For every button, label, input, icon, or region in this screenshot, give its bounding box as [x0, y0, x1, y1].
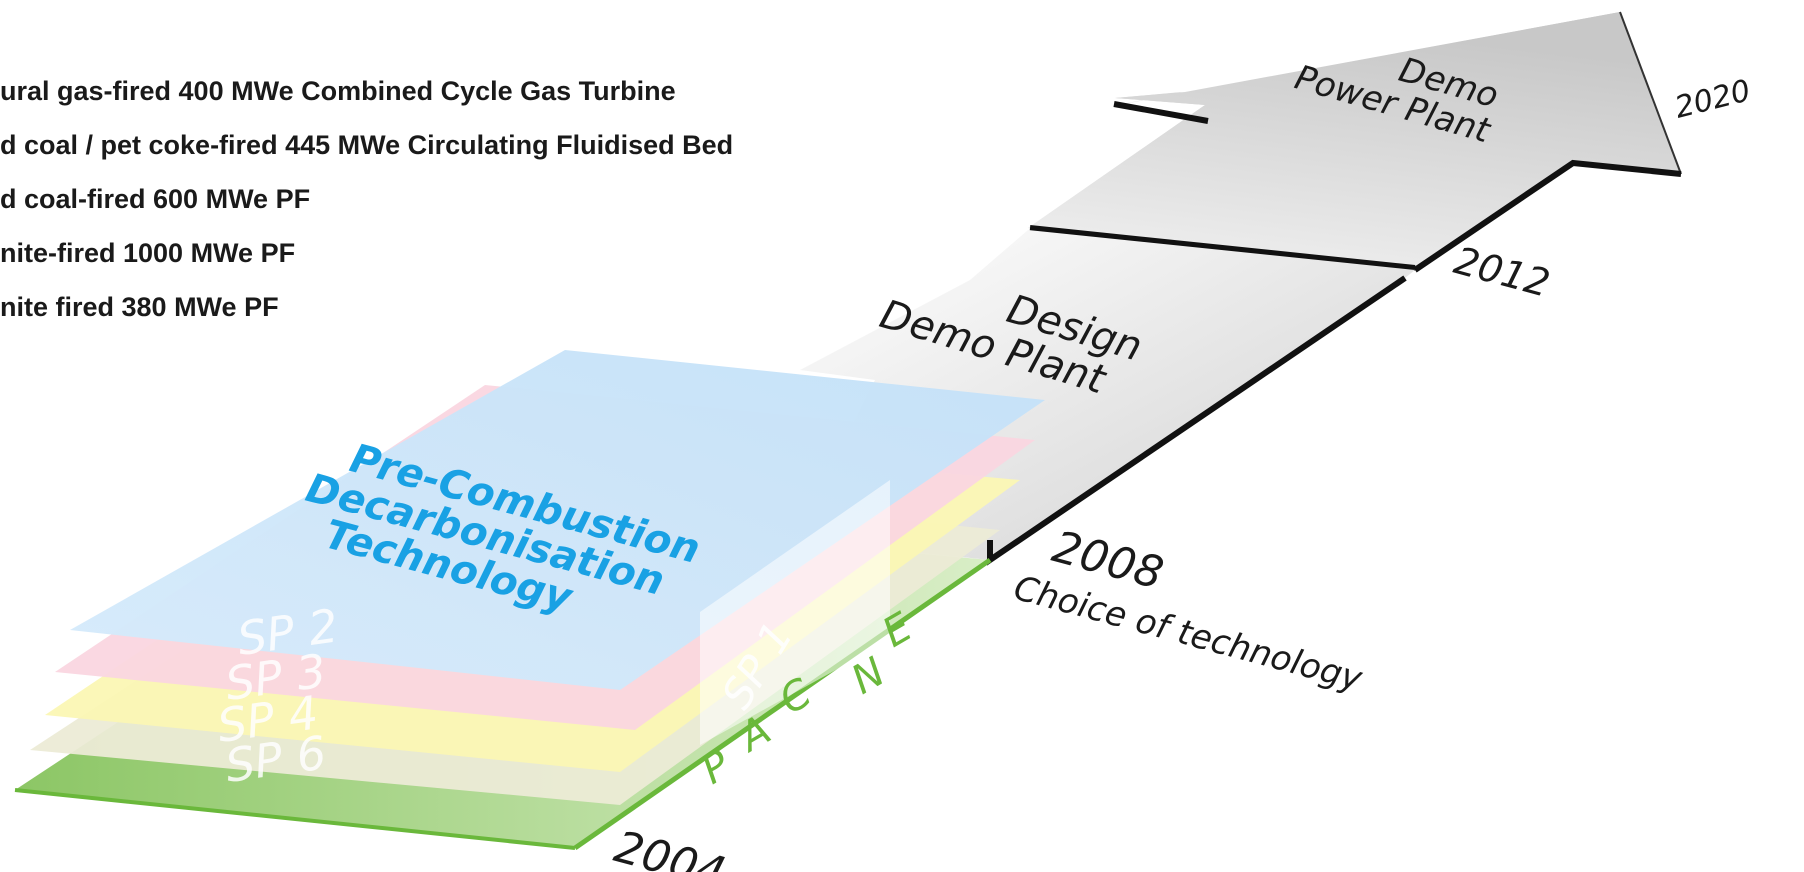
- demo-arrow-body: [1028, 12, 1680, 270]
- green-front-edge: [14, 788, 576, 850]
- plant-item-lignite-380: nite fired 380 MWe PF: [0, 292, 279, 322]
- green-edge: [573, 557, 992, 851]
- plant-item-lignite-1000: nite-fired 1000 MWe PF: [0, 238, 296, 268]
- year-2004: 2004: [609, 821, 730, 872]
- plant-item-cfb: d coal / pet coke-fired 445 MWe Circulat…: [0, 130, 734, 160]
- year-2020: 2020: [1671, 73, 1754, 125]
- plant-item-ngcc: ural gas-fired 400 MWe Combined Cycle Ga…: [0, 76, 676, 106]
- cancap-letter-p: P: [694, 741, 739, 793]
- milestone-2012-line: [1029, 225, 1416, 271]
- plant-item-coal-pf: d coal-fired 600 MWe PF: [0, 184, 311, 214]
- sp1-panel: [700, 480, 890, 745]
- sp2-layer: [70, 350, 1045, 690]
- plant-list: ural gas-fired 400 MWe Combined Cycle Ga…: [0, 78, 733, 348]
- arrow-edge: [1619, 11, 1682, 175]
- arrow-stub-line: [1113, 101, 1209, 124]
- year-2012: 2012: [1450, 238, 1555, 306]
- arrow-step-line: [1413, 159, 1682, 273]
- choice-of-technology: Choice of technology: [1010, 568, 1367, 700]
